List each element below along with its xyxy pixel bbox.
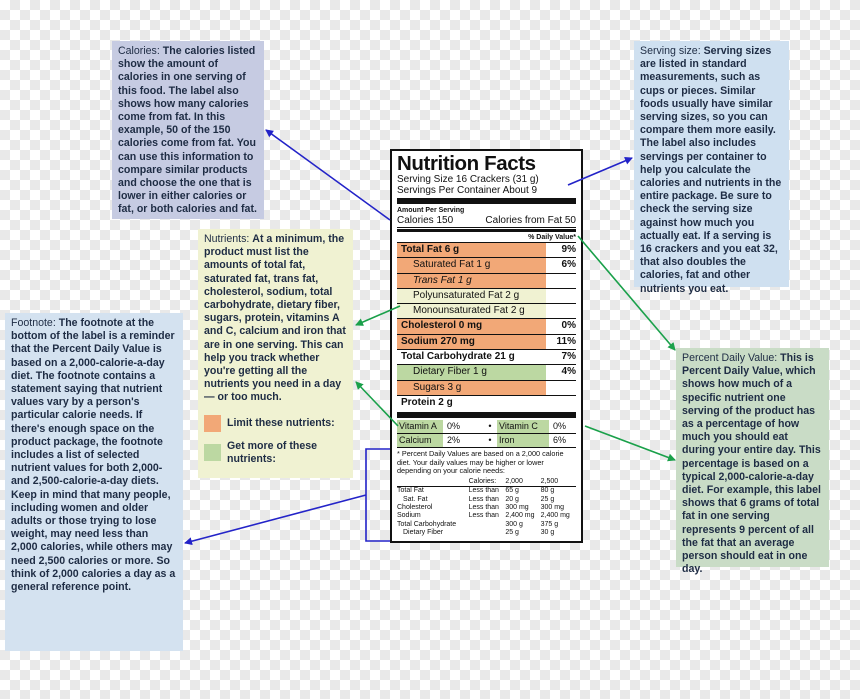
legend-more: Get more of these nutrients: — [204, 440, 347, 466]
arrow-serving — [567, 157, 633, 186]
calories-from-fat: Calories from Fat 50 — [485, 215, 576, 226]
callout-body: The calories listed show the amount of c… — [118, 45, 257, 216]
callout-heading: Serving size: — [640, 45, 701, 57]
footnote-callout: Footnote: The footnote at the bottom of … — [5, 313, 183, 651]
nutrient-row: Protein 2 g — [397, 394, 576, 410]
footnote-bracket — [365, 448, 390, 542]
bullet-icon: • — [488, 435, 492, 446]
callout-body: At a minimum, the product must list the … — [204, 233, 346, 404]
callout-heading: Percent Daily Value: — [682, 352, 778, 364]
legend-limit: Limit these nutrients: — [204, 414, 347, 432]
arrow-calories — [265, 129, 391, 221]
callout-heading: Nutrients: — [204, 233, 250, 245]
percent-daily-value-callout: Percent Daily Value: This is Percent Dai… — [676, 348, 829, 575]
callout-body: The footnote at the bottom of the label … — [11, 317, 176, 594]
label-title: Nutrition Facts — [397, 152, 536, 175]
vitamin-row: Calcium 2% • Iron 6% — [397, 434, 576, 449]
nutrient-row: Monounsaturated Fat 2 g — [397, 303, 576, 319]
callout-heading: Footnote: — [11, 317, 56, 329]
callout-heading: Calories: — [118, 45, 160, 57]
nutrition-facts-label: Nutrition Facts Serving Size 16 Crackers… — [390, 149, 583, 543]
arrow-nutrients-bottom — [355, 381, 399, 427]
legend-more-label: Get more of these nutrients: — [227, 439, 318, 465]
servings-per-container: Servings Per Container About 9 — [397, 185, 538, 196]
callout-body: Serving sizes are listed in standard mea… — [640, 45, 782, 295]
bullet-icon: • — [488, 421, 492, 432]
nutrient-row: Polyunsaturated Fat 2 g — [397, 287, 576, 304]
arrow-pdv-top — [577, 235, 676, 351]
vitamin-row: Vitamin A 0% • Vitamin C 0% — [397, 420, 576, 435]
serving-size-callout: Serving size: Serving sizes are listed i… — [634, 41, 789, 295]
calories-value: Calories 150 — [397, 215, 454, 226]
serving-size: Serving Size 16 Crackers (31 g) — [397, 174, 539, 185]
amount-per-serving: Amount Per Serving — [397, 207, 465, 214]
calories-callout: Calories: The calories listed show the a… — [112, 41, 264, 219]
legend-limit-label: Limit these nutrients: — [227, 416, 335, 429]
arrow-nutrients-top — [355, 305, 401, 326]
nutrients-callout: Nutrients: At a minimum, the product mus… — [198, 229, 353, 478]
legend-swatch-green — [204, 444, 221, 462]
nutrient-row: Trans Fat 1 g — [397, 272, 576, 288]
legend-swatch-orange — [204, 414, 221, 432]
calories-row: Calories 150 Calories from Fat 50 — [397, 215, 576, 228]
arrow-footnote — [184, 494, 367, 546]
arrow-pdv-bottom — [584, 425, 676, 462]
callout-body: This is Percent Daily Value, which shows… — [682, 352, 821, 576]
nutrient-row: Sugars 3 g — [397, 379, 576, 395]
daily-value-header: % Daily Value* — [528, 234, 576, 241]
label-footnote: * Percent Daily Values are based on a 2,… — [397, 449, 564, 476]
